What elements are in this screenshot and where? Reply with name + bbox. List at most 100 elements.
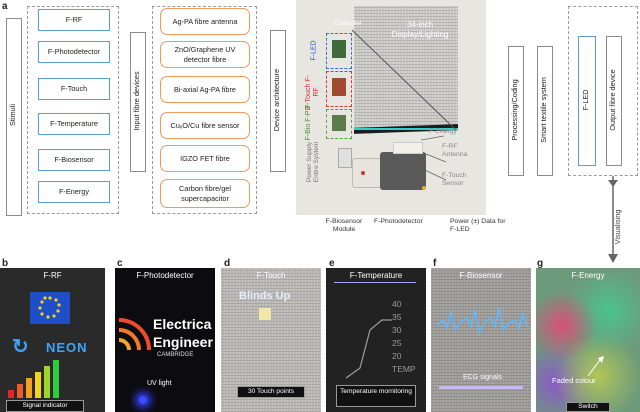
panel-label-f: f — [433, 258, 437, 269]
engineer-text: Engineer — [153, 334, 213, 350]
eu-flag — [30, 292, 70, 324]
biosensor-module — [352, 158, 382, 188]
neon-logo-mark: ↻ — [12, 336, 29, 358]
f-rf-antenna-label: F-RF Antenna — [442, 143, 468, 158]
device-box-fet: IGZO FET fibre — [160, 145, 250, 172]
panel-label-g: g — [537, 258, 544, 269]
touch-highlight — [259, 308, 271, 320]
power-supply-side-label: Power Supply Entire System — [306, 141, 321, 183]
temp-tick: 20 — [392, 351, 402, 361]
electrical-text: Electrica — [153, 316, 212, 332]
smart-textile-box — [537, 46, 553, 176]
touch-rf-module-box — [326, 71, 352, 107]
temp-tick: 25 — [392, 338, 402, 348]
ecg-signal — [436, 307, 528, 335]
panel-biosensor-title: F-Biosensor — [459, 271, 503, 280]
panel-label-c: c — [117, 258, 123, 269]
touch-pad — [393, 142, 423, 154]
device-box-supercapacitor: Carbon fibre/gel supercapacitor — [160, 179, 250, 208]
f-energy-photo-label: F-Energy — [429, 128, 457, 135]
rf-board — [332, 78, 346, 96]
eu-stars — [38, 296, 61, 319]
cambridge-text: CAMBRIDGE — [157, 352, 194, 358]
processing-label: Processing/Coding — [510, 79, 519, 141]
device-box-antenna: Ag-PA fibre antenna — [160, 8, 250, 35]
input-devices-box — [130, 32, 146, 172]
device-box-sensor: CuₓO/Cu fibre sensor — [160, 112, 250, 139]
function-box-energy: F-Energy — [38, 181, 110, 203]
architecture-label: Device architecture — [272, 68, 281, 132]
wifi-arcs — [118, 318, 151, 351]
blinds-up-text: Blinds Up — [239, 290, 291, 302]
led-board — [332, 40, 346, 58]
sensor-strip — [439, 386, 523, 389]
temp-tick: 35 — [392, 312, 402, 322]
panel-label-e: e — [329, 258, 335, 269]
faded-arrow — [587, 356, 604, 377]
panel-temperature-title: F-Temperature — [349, 271, 403, 280]
system-photo: 34-inch Display/Lighting Controller F-LE… — [296, 0, 486, 215]
function-box-temperature: F-Temperature — [38, 113, 110, 135]
panel-energy-caption: Switch — [566, 402, 610, 412]
panel-temperature: F-Temperature 40 35 30 25 20 TEMP Temper… — [326, 268, 426, 412]
panel-label-d: d — [224, 258, 231, 269]
panel-biosensor-caption: ECG signals — [463, 374, 502, 381]
panel-temperature-caption: Temperature mornitoring — [336, 385, 416, 407]
f-led-output-label: F-LED — [581, 89, 590, 111]
photodetector-label: F-Photodetector — [374, 218, 423, 225]
panel-energy-title: F-Energy — [571, 271, 605, 280]
architecture-box — [270, 30, 286, 172]
faded-colour-label: Faded colour — [552, 376, 596, 385]
temperature-curve — [345, 319, 392, 379]
device-box-biaxial: Bi-axial Ag-PA fibre — [160, 76, 250, 103]
functions-group — [27, 6, 119, 214]
signal-bar-5 — [44, 366, 50, 398]
panel-rf: F-RF ↻ NEON Signal indicator — [0, 268, 105, 412]
panel-touch: F-Touch Blinds Up 30 Touch points — [221, 268, 321, 412]
panel-rf-title: F-RF — [43, 271, 62, 280]
panel-touch-title: F-Touch — [256, 271, 286, 280]
visualising-label: Visualising — [613, 209, 622, 245]
temp-tick: TEMP — [392, 364, 416, 374]
stimuli-box — [6, 18, 22, 216]
electrode-dot — [361, 171, 365, 175]
f-led-output-box — [578, 36, 596, 166]
function-box-photodetector: F-Photodetector — [38, 41, 110, 63]
teal-strip — [354, 128, 458, 130]
panel-energy: F-Energy Faded colour Switch — [536, 268, 640, 412]
signal-bar-1 — [8, 390, 14, 398]
controller-label: Controller — [334, 20, 363, 27]
f-led-side-label: F-LED — [310, 40, 318, 61]
function-box-biosensor: F-Biosensor — [38, 149, 110, 171]
function-box-touch: F-Touch — [38, 78, 110, 100]
title-underline — [334, 282, 416, 283]
function-box-rf: F-RF — [38, 9, 110, 31]
panel-rf-caption: Signal indicator — [6, 400, 84, 412]
panel-biosensor: F-Biosensor ECG signals — [431, 268, 531, 412]
textile-display — [354, 6, 458, 128]
signal-bar-6 — [53, 360, 59, 398]
stimuli-label: Stimuli — [8, 104, 17, 126]
temp-tick: 40 — [392, 299, 402, 309]
uv-light-spot — [139, 396, 147, 404]
output-device-label: Output fibre device — [608, 69, 617, 131]
panel-touch-caption: 30 Touch points — [237, 386, 305, 398]
panel-label-b: b — [2, 258, 9, 269]
panel-photodetector-caption: UV light — [147, 380, 172, 387]
smart-textile-label: Smart textile system — [539, 77, 548, 143]
visualising-arrow — [608, 176, 618, 263]
panel-photodetector: F-Photodetector Electrica Engineer CAMBR… — [115, 268, 215, 412]
signal-bar-4 — [35, 372, 41, 398]
photodetector-patch — [380, 152, 426, 190]
led-connector — [422, 186, 426, 190]
device-box-uv-detector: ZnO/Graphene UV detector fibre — [160, 41, 250, 68]
temperature-ticks: 40 35 30 25 20 TEMP — [392, 298, 420, 376]
temp-tick: 30 — [392, 325, 402, 335]
input-devices-label: Input fibre devices — [132, 71, 141, 131]
devices-group — [152, 6, 257, 214]
display-label: 34-inch Display/Lighting — [391, 20, 449, 39]
biosensor-module-label: F-Biosensor Module — [325, 218, 363, 234]
output-group — [568, 6, 638, 176]
bio-pd-module-box — [326, 109, 352, 139]
processing-box — [508, 46, 524, 176]
